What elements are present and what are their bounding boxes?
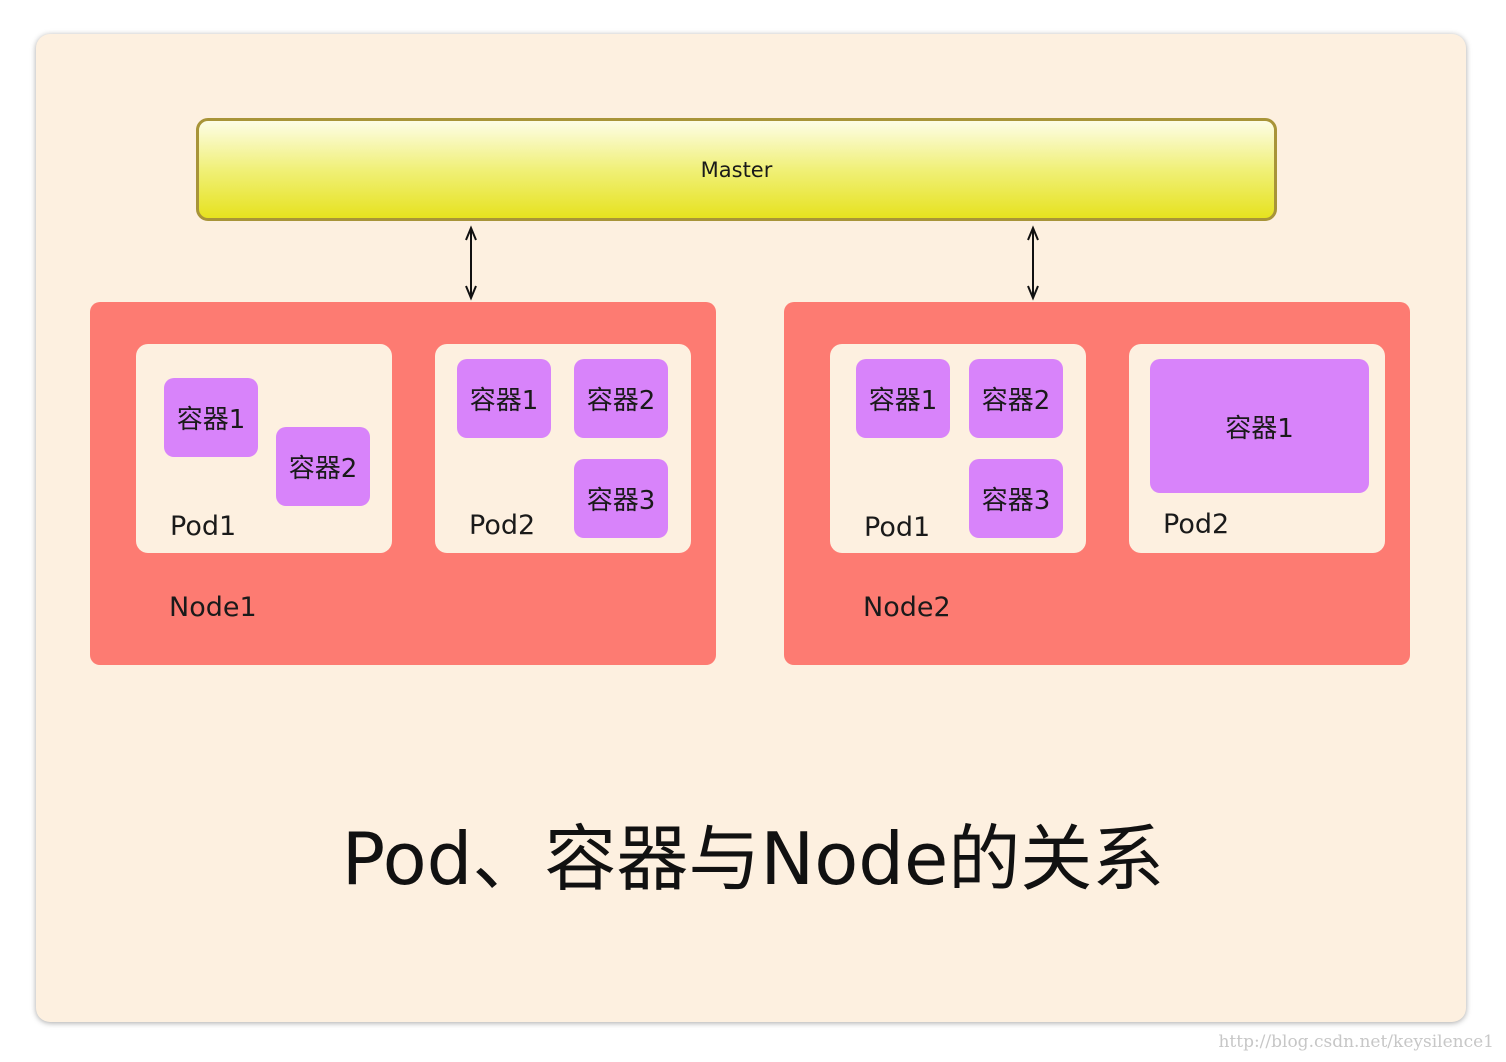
node2-label: Node2: [863, 592, 951, 623]
node1-pod2-box: 容器1 容器2 容器3 Pod2: [435, 344, 691, 553]
master-box: Master: [196, 118, 1277, 221]
diagram-title: Pod、容器与Node的关系: [341, 817, 1165, 901]
node2-box: 容器1 容器2 容器3 Pod1 容器1 Pod2 Node2: [784, 302, 1410, 665]
node1-box: 容器1 容器2 Pod1 容器1 容器2 容器3 Pod2 Node1: [90, 302, 716, 665]
node1-pod2-container1: 容器1: [457, 359, 551, 438]
node2-pod2-box: 容器1 Pod2: [1129, 344, 1385, 553]
node1-label: Node1: [169, 592, 257, 623]
node1-pod2-container2: 容器2: [574, 359, 668, 438]
node2-pod1-container3: 容器3: [969, 459, 1063, 538]
node2-pod1-container2: 容器2: [969, 359, 1063, 438]
node2-pod2-container1: 容器1: [1150, 359, 1369, 493]
node1-pod1-box: 容器1 容器2 Pod1: [136, 344, 392, 553]
node1-pod1-container2: 容器2: [276, 427, 370, 506]
node2-pod1-container1: 容器1: [856, 359, 950, 438]
node2-pod1-label: Pod1: [864, 512, 931, 543]
node1-pod1-label: Pod1: [170, 511, 237, 542]
node1-pod2-label: Pod2: [469, 510, 536, 541]
node2-pod1-box: 容器1 容器2 容器3 Pod1: [830, 344, 1086, 553]
watermark: http://blog.csdn.net/keysilence1: [1218, 1032, 1494, 1052]
node1-pod2-container3: 容器3: [574, 459, 668, 538]
master-label: Master: [700, 157, 773, 182]
node1-pod1-container1: 容器1: [164, 378, 258, 457]
node2-pod2-label: Pod2: [1163, 509, 1230, 540]
